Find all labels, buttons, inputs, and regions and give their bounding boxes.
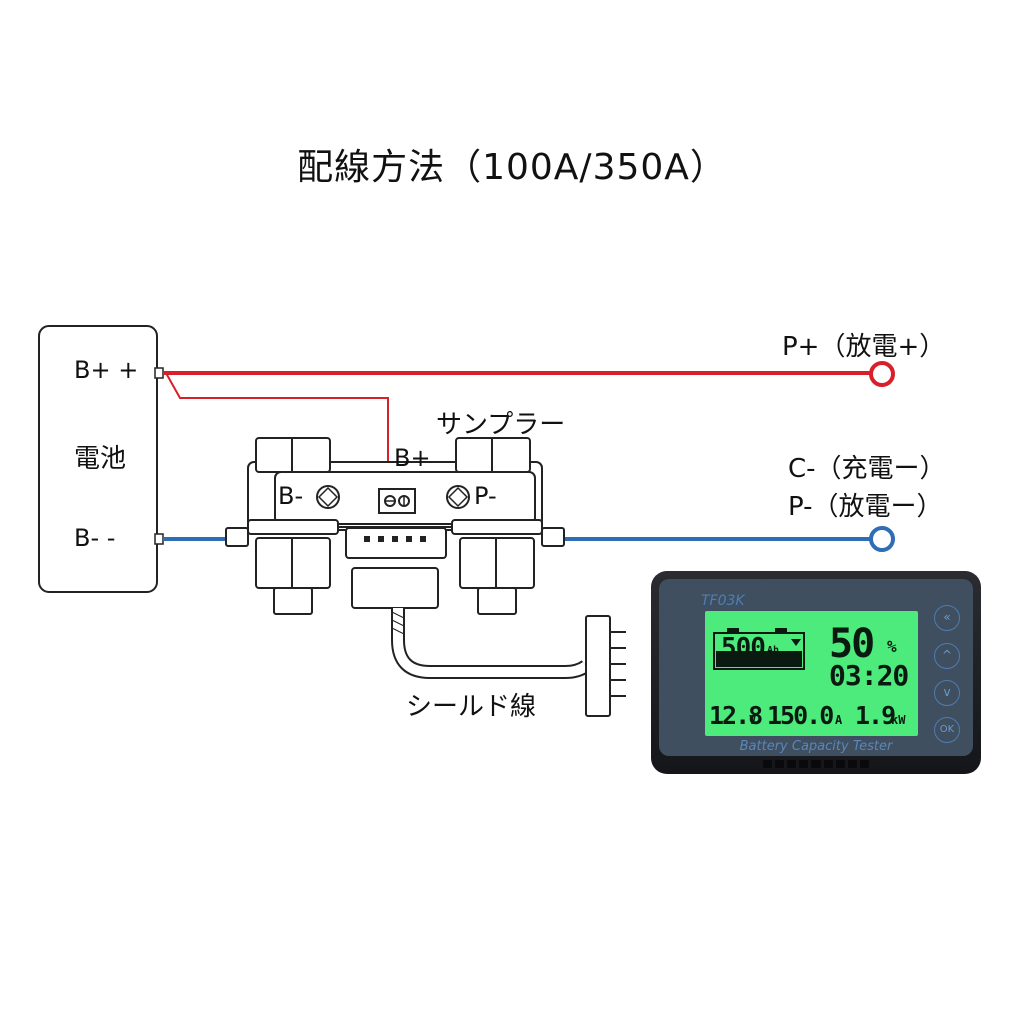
up-button[interactable]: ^ xyxy=(934,643,960,669)
battery-negative-label: B- - xyxy=(74,524,116,552)
shield-cable-braid xyxy=(391,611,405,635)
shielded-cable xyxy=(391,608,591,679)
b-minus-screw-icon xyxy=(316,485,340,509)
current-value: 150.0 xyxy=(767,701,834,730)
lcd-screen: 500 Ah 50 % 03:20 12.8 V 150.0 A 1.9 kW xyxy=(705,611,918,736)
back-button[interactable]: « xyxy=(934,605,960,631)
current-unit: A xyxy=(835,713,843,727)
shield-cable-label: シールド線 xyxy=(406,692,537,722)
percent-unit: % xyxy=(887,637,897,656)
ok-button[interactable]: OK xyxy=(934,717,960,743)
meter-model-label: TF03K xyxy=(701,593,745,609)
battery-positive-label: B+ + xyxy=(74,356,139,384)
battery-pos-terminal xyxy=(154,367,164,379)
capacity-unit: Ah xyxy=(767,645,780,656)
down-button[interactable]: v xyxy=(934,680,960,706)
battery-meter-device: TF03K 500 Ah 50 % 03:20 12.8 V 150.0 A 1… xyxy=(651,571,981,774)
p-minus-label: P-（放電ー） xyxy=(788,492,943,522)
meter-face: TF03K 500 Ah 50 % 03:20 12.8 V 150.0 A 1… xyxy=(659,579,973,756)
capacity-value: 500 xyxy=(721,633,766,663)
power-unit: kW xyxy=(891,713,906,727)
page-title: 配線方法（100A/350A） xyxy=(297,147,727,188)
sampler-b-plus-label: B+ xyxy=(394,444,431,472)
sampler-p-minus-label: P- xyxy=(474,482,497,510)
battery-icon xyxy=(713,628,805,670)
voltage-unit: V xyxy=(749,713,757,727)
cable-end-connector xyxy=(585,615,626,717)
p-plus-ring-terminal xyxy=(869,361,895,387)
voltage-value: 12.8 xyxy=(709,701,763,730)
meter-vent-grille xyxy=(763,760,869,768)
battery-label: 電池 xyxy=(74,444,127,474)
sampler-connector-pins xyxy=(364,536,426,542)
c-minus-label: C-（充電ー） xyxy=(788,454,946,484)
percent-value: 50 xyxy=(829,621,875,667)
shielded-cable-core xyxy=(393,608,589,677)
p-plus-label: P+（放電+） xyxy=(782,332,946,362)
sampler-label: サンプラー xyxy=(436,410,566,440)
p-minus-screw-icon xyxy=(446,485,470,509)
power-value: 1.9 xyxy=(855,701,896,730)
p-minus-ring-terminal xyxy=(869,526,895,552)
time-remaining: 03:20 xyxy=(829,659,909,692)
sampler-b-minus-label: B- xyxy=(278,482,304,510)
meter-footer-label: Battery Capacity Tester xyxy=(739,739,893,754)
positive-sense-wire xyxy=(165,372,389,490)
b-plus-sense-terminal-icon xyxy=(378,488,416,514)
battery-neg-terminal xyxy=(154,533,164,545)
battery-box xyxy=(38,325,158,593)
